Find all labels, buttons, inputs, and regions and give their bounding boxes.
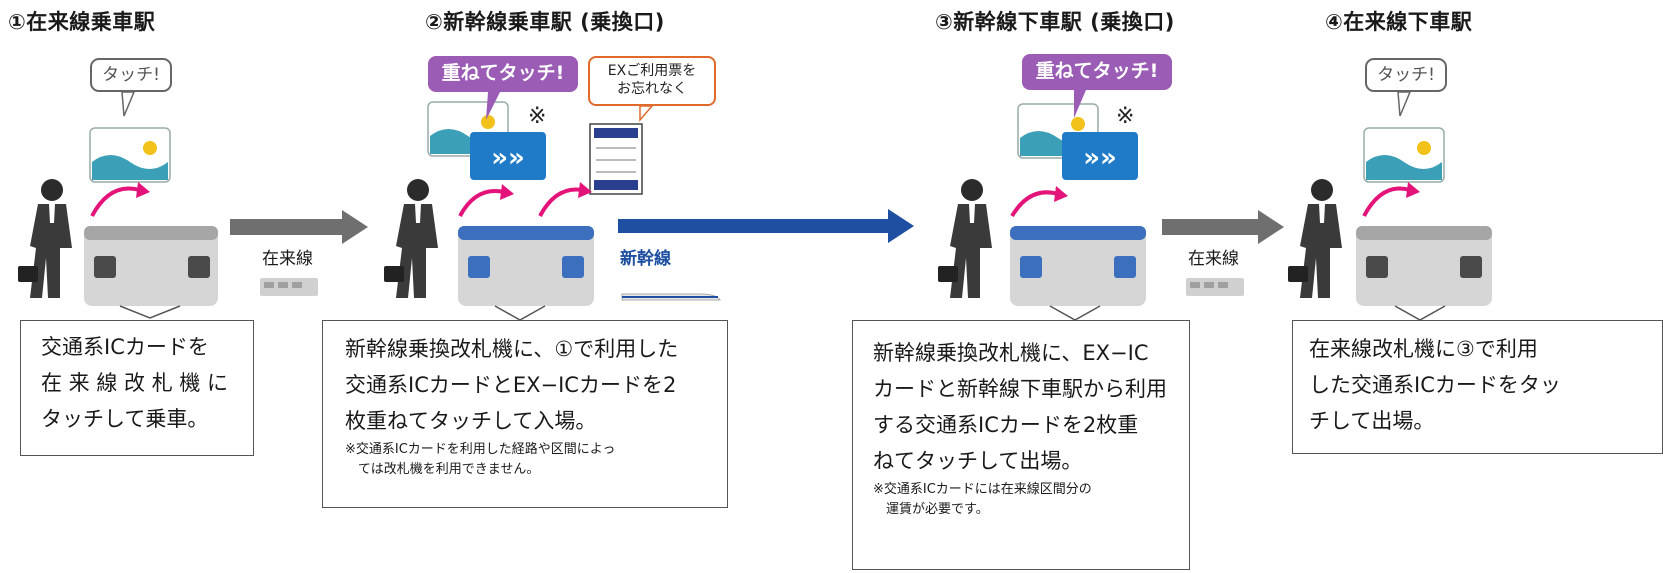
desc-3-line-2: カードと新幹線下車駅から利用 (873, 377, 1167, 401)
gate-machine-4 (1356, 226, 1492, 306)
description-box-4: 在来線改札機に③で利用 した交通系ICカードをタッ チして出場。 (1292, 320, 1663, 454)
desc-4-line-2: した交通系ICカードをタッ (1309, 373, 1561, 397)
touch-bubble-1: タッチ! (90, 58, 172, 92)
note-mark-3: ※ (1116, 104, 1135, 129)
reminder-line-1: EXご利用票を (607, 63, 697, 79)
description-box-1: 交通系ICカードを 在 来 線 改 札 機 に タッチして乗車。 (20, 320, 254, 456)
desc-3-line-4: ねてタッチして出場。 (873, 449, 1083, 473)
arrow-shinkansen (618, 209, 914, 243)
station-title-4: ④在来線下車駅 (1325, 10, 1473, 34)
gate-machine-3 (1010, 226, 1146, 306)
arrow-conventional-1 (230, 210, 368, 244)
reminder-line-2: お忘れなく (617, 81, 687, 97)
desc-1-line-1: 交通系ICカードを (41, 335, 209, 359)
gate-machine-1 (84, 226, 218, 306)
line-label-conventional-1: 在来線 (262, 249, 313, 269)
desc-2-note-line-1: ※交通系ICカードを利用した経路や区間によっ (345, 442, 616, 457)
line-label-conventional-2: 在来線 (1188, 249, 1239, 269)
desc-2-line-3: 枚重ねてタッチして入場。 (345, 409, 597, 433)
touch-arrow-2a (458, 189, 505, 217)
note-mark-2: ※ (528, 104, 547, 129)
touch-arrow-3 (1010, 190, 1059, 218)
train-icon-conventional-2 (1186, 278, 1244, 296)
desc-1-line-2: 在 来 線 改 札 機 に (41, 371, 229, 395)
station-title-3: ③新幹線下車駅 (乗換口) (935, 10, 1175, 34)
description-box-2: 新幹線乗換改札機に、①で利用した 交通系ICカードとEX−ICカードを2 枚重ね… (322, 320, 728, 508)
desc-2-line-1: 新幹線乗換改札機に、①で利用した (345, 337, 679, 361)
desc-3-note-line-2: 運賃が必要です。 (873, 502, 989, 517)
desc-3-line-1: 新幹線乗換改札機に、EX−IC (873, 341, 1149, 365)
desc-3-line-3: する交通系ICカードを2枚重 (873, 413, 1139, 437)
gate-machine-2 (458, 226, 594, 306)
overlap-touch-bubble-3: 重ねてタッチ! (1022, 54, 1172, 90)
station-title-1: ①在来線乗車駅 (8, 10, 156, 34)
touch-arrow-2b (538, 187, 583, 217)
line-label-shinkansen: 新幹線 (620, 249, 671, 269)
touch-bubble-4: タッチ! (1365, 58, 1447, 92)
train-icon-conventional-1 (260, 278, 318, 296)
desc-3-note-line-1: ※交通系ICカードには在来線区間分の (873, 482, 1092, 497)
desc-4-line-3: チして出場。 (1309, 409, 1435, 433)
shinkansen-train-icon (621, 293, 721, 301)
arrow-conventional-2 (1162, 210, 1284, 244)
desc-2-line-2: 交通系ICカードとEX−ICカードを2 (345, 373, 677, 397)
ex-ic-card-icon-3 (1062, 132, 1138, 180)
ex-ticket-reminder-bubble: EXご利用票を お忘れなく (588, 56, 716, 106)
desc-2-note-line-2: ては改札機を利用できません。 (345, 462, 540, 477)
ic-card-icon-1 (89, 127, 171, 183)
person-figure-3 (938, 179, 992, 298)
person-figure-4 (1288, 179, 1342, 298)
person-figure-1 (18, 179, 72, 298)
desc-1-line-3: タッチして乗車。 (41, 407, 209, 431)
person-figure-2 (384, 179, 438, 298)
ex-ic-card-icon-2 (470, 132, 546, 180)
overlap-touch-bubble-2: 重ねてタッチ! (428, 56, 578, 92)
station-title-2: ②新幹線乗車駅 (乗換口) (425, 10, 665, 34)
touch-arrow-4 (1362, 186, 1411, 217)
touch-arrow-1 (90, 186, 141, 217)
ex-ticket-icon (589, 123, 643, 195)
description-box-3: 新幹線乗換改札機に、EX−IC カードと新幹線下車駅から利用 する交通系ICカー… (852, 320, 1190, 570)
desc-4-line-1: 在来線改札機に③で利用 (1309, 337, 1538, 361)
ic-card-icon-4 (1363, 127, 1445, 183)
